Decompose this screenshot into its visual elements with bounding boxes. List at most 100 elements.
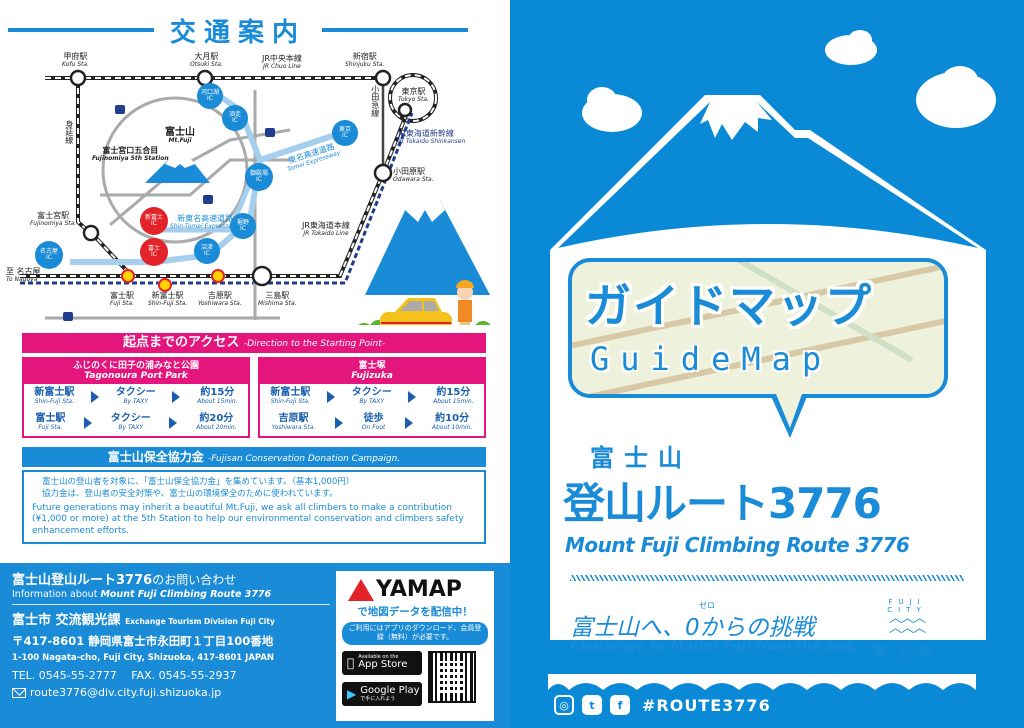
qr-code[interactable]: [428, 650, 476, 703]
arrow-icon: [91, 390, 100, 403]
arrow-icon: [172, 390, 181, 403]
left-page: 交通案内: [0, 0, 510, 728]
phone-fax: TEL. 0545-55-2777 FAX. 0545-55-2937: [12, 669, 237, 682]
play-icon: ▶: [347, 686, 357, 701]
contact-subtitle: Information about Mount Fuji Climbing Ro…: [12, 589, 330, 605]
access-title-jp: 起点までのアクセス: [122, 335, 240, 350]
donation-section: 富士山保全協力金 -Fujisan Conservation Donation …: [22, 447, 486, 544]
challenge-en: Challenge to Mount Fuji from the sea.: [570, 638, 858, 654]
arrow-icon: [408, 390, 417, 403]
social-bar: ◎ t f #ROUTE3776: [554, 695, 771, 715]
hatched-divider: [570, 575, 964, 581]
guide-map-bubble: [568, 258, 948, 398]
destination-name: 富士塚: [358, 361, 386, 371]
arrow-icon: [84, 416, 93, 429]
guide-map-title-en: GuideMap: [590, 340, 833, 378]
yamap-subtitle: で地図データを配信中！: [357, 606, 473, 618]
yamap-note: ご利用にはアプリのダウンロード、会員登録（無料）が必要です。: [342, 622, 488, 645]
address-en: 1-100 Nagata-cho, Fuji City, Shizuoka, 4…: [12, 653, 275, 663]
fujisan-label: 富士山: [590, 444, 692, 472]
donation-title-jp: 富士山保全協力金: [107, 450, 204, 464]
twitter-icon[interactable]: t: [582, 695, 602, 715]
apple-icon: : [347, 656, 354, 670]
donation-text-jp-2: 協力金は、登山者の安全対策や、富士山の環境保全のために使われています。: [42, 489, 338, 500]
contact-section: 富士山登山ルート3776のお問い合わせ Information about Mo…: [0, 563, 510, 728]
destination-name-en: Tagonoura Port Park: [84, 371, 188, 382]
address-jp: 〒417-8601 静岡県富士市永田町１丁目100番地: [12, 634, 274, 648]
cloud-icon: [582, 30, 996, 132]
zero-ruby: ゼロ: [699, 601, 715, 610]
map-lines: [20, 69, 491, 325]
challenge-jp: 富士山へ、0からの挑戦: [570, 615, 815, 641]
destination-name: ふじのくに田子の浦みなと公園: [72, 361, 199, 371]
hashtag: #ROUTE3776: [642, 695, 771, 715]
mail-icon: [12, 687, 26, 698]
fuji-city-logo: FUJI CITY ︿︿︿︿︿︿ 富士市: [872, 598, 942, 668]
line-minobu: 身延線: [64, 120, 74, 144]
instagram-icon[interactable]: ◎: [554, 695, 574, 715]
guide-map-title-jp: ガイドマップ: [585, 279, 873, 333]
access-section: 起点までのアクセス -Direction to the Starting Poi…: [22, 333, 486, 438]
access-header: 起点までのアクセス -Direction to the Starting Poi…: [22, 333, 486, 353]
email-link[interactable]: route3776@div.city.fuji.shizuoka.jp: [30, 686, 222, 699]
city-name: 富士市: [872, 642, 942, 661]
wave-border: [548, 674, 976, 690]
destination-name-en: Fujizuka: [351, 371, 393, 382]
arrow-icon: [334, 416, 343, 429]
arrow-icon: [169, 416, 178, 429]
donation-header: 富士山保全協力金 -Fujisan Conservation Donation …: [22, 447, 486, 467]
section-title: 交通案内: [170, 17, 307, 48]
wave-mountain-icon: ︿︿︿︿︿︿: [888, 611, 926, 637]
access-title-en: -Direction to the Starting Point-: [243, 339, 386, 349]
arrow-icon: [327, 390, 336, 403]
route-title-en: Mount Fuji Climbing Route 3776: [565, 533, 910, 557]
contact-department: 富士市 交流観光課 Exchange Tourism Division Fuji…: [12, 613, 275, 628]
line-odakyu: 小田急線: [370, 85, 380, 117]
divider: [8, 28, 154, 32]
route-title: 登山ルート3776: [563, 479, 882, 528]
donation-text-en: Future generations may inherit a beautif…: [32, 502, 464, 536]
transport-heading: 交通案内: [8, 10, 469, 50]
facebook-icon[interactable]: f: [610, 695, 630, 715]
yamap-box: YAMAP で地図データを配信中！ ご利用にはアプリのダウンロード、会員登録（無…: [336, 571, 494, 721]
donation-text-jp-1: 富士山の登山者を対象に、「富士山保全協力金」を集めています。（基本1,000円）: [42, 477, 355, 487]
divider: [322, 28, 469, 32]
arrow-icon: [404, 416, 413, 429]
yamap-triangle-icon: [348, 578, 374, 601]
